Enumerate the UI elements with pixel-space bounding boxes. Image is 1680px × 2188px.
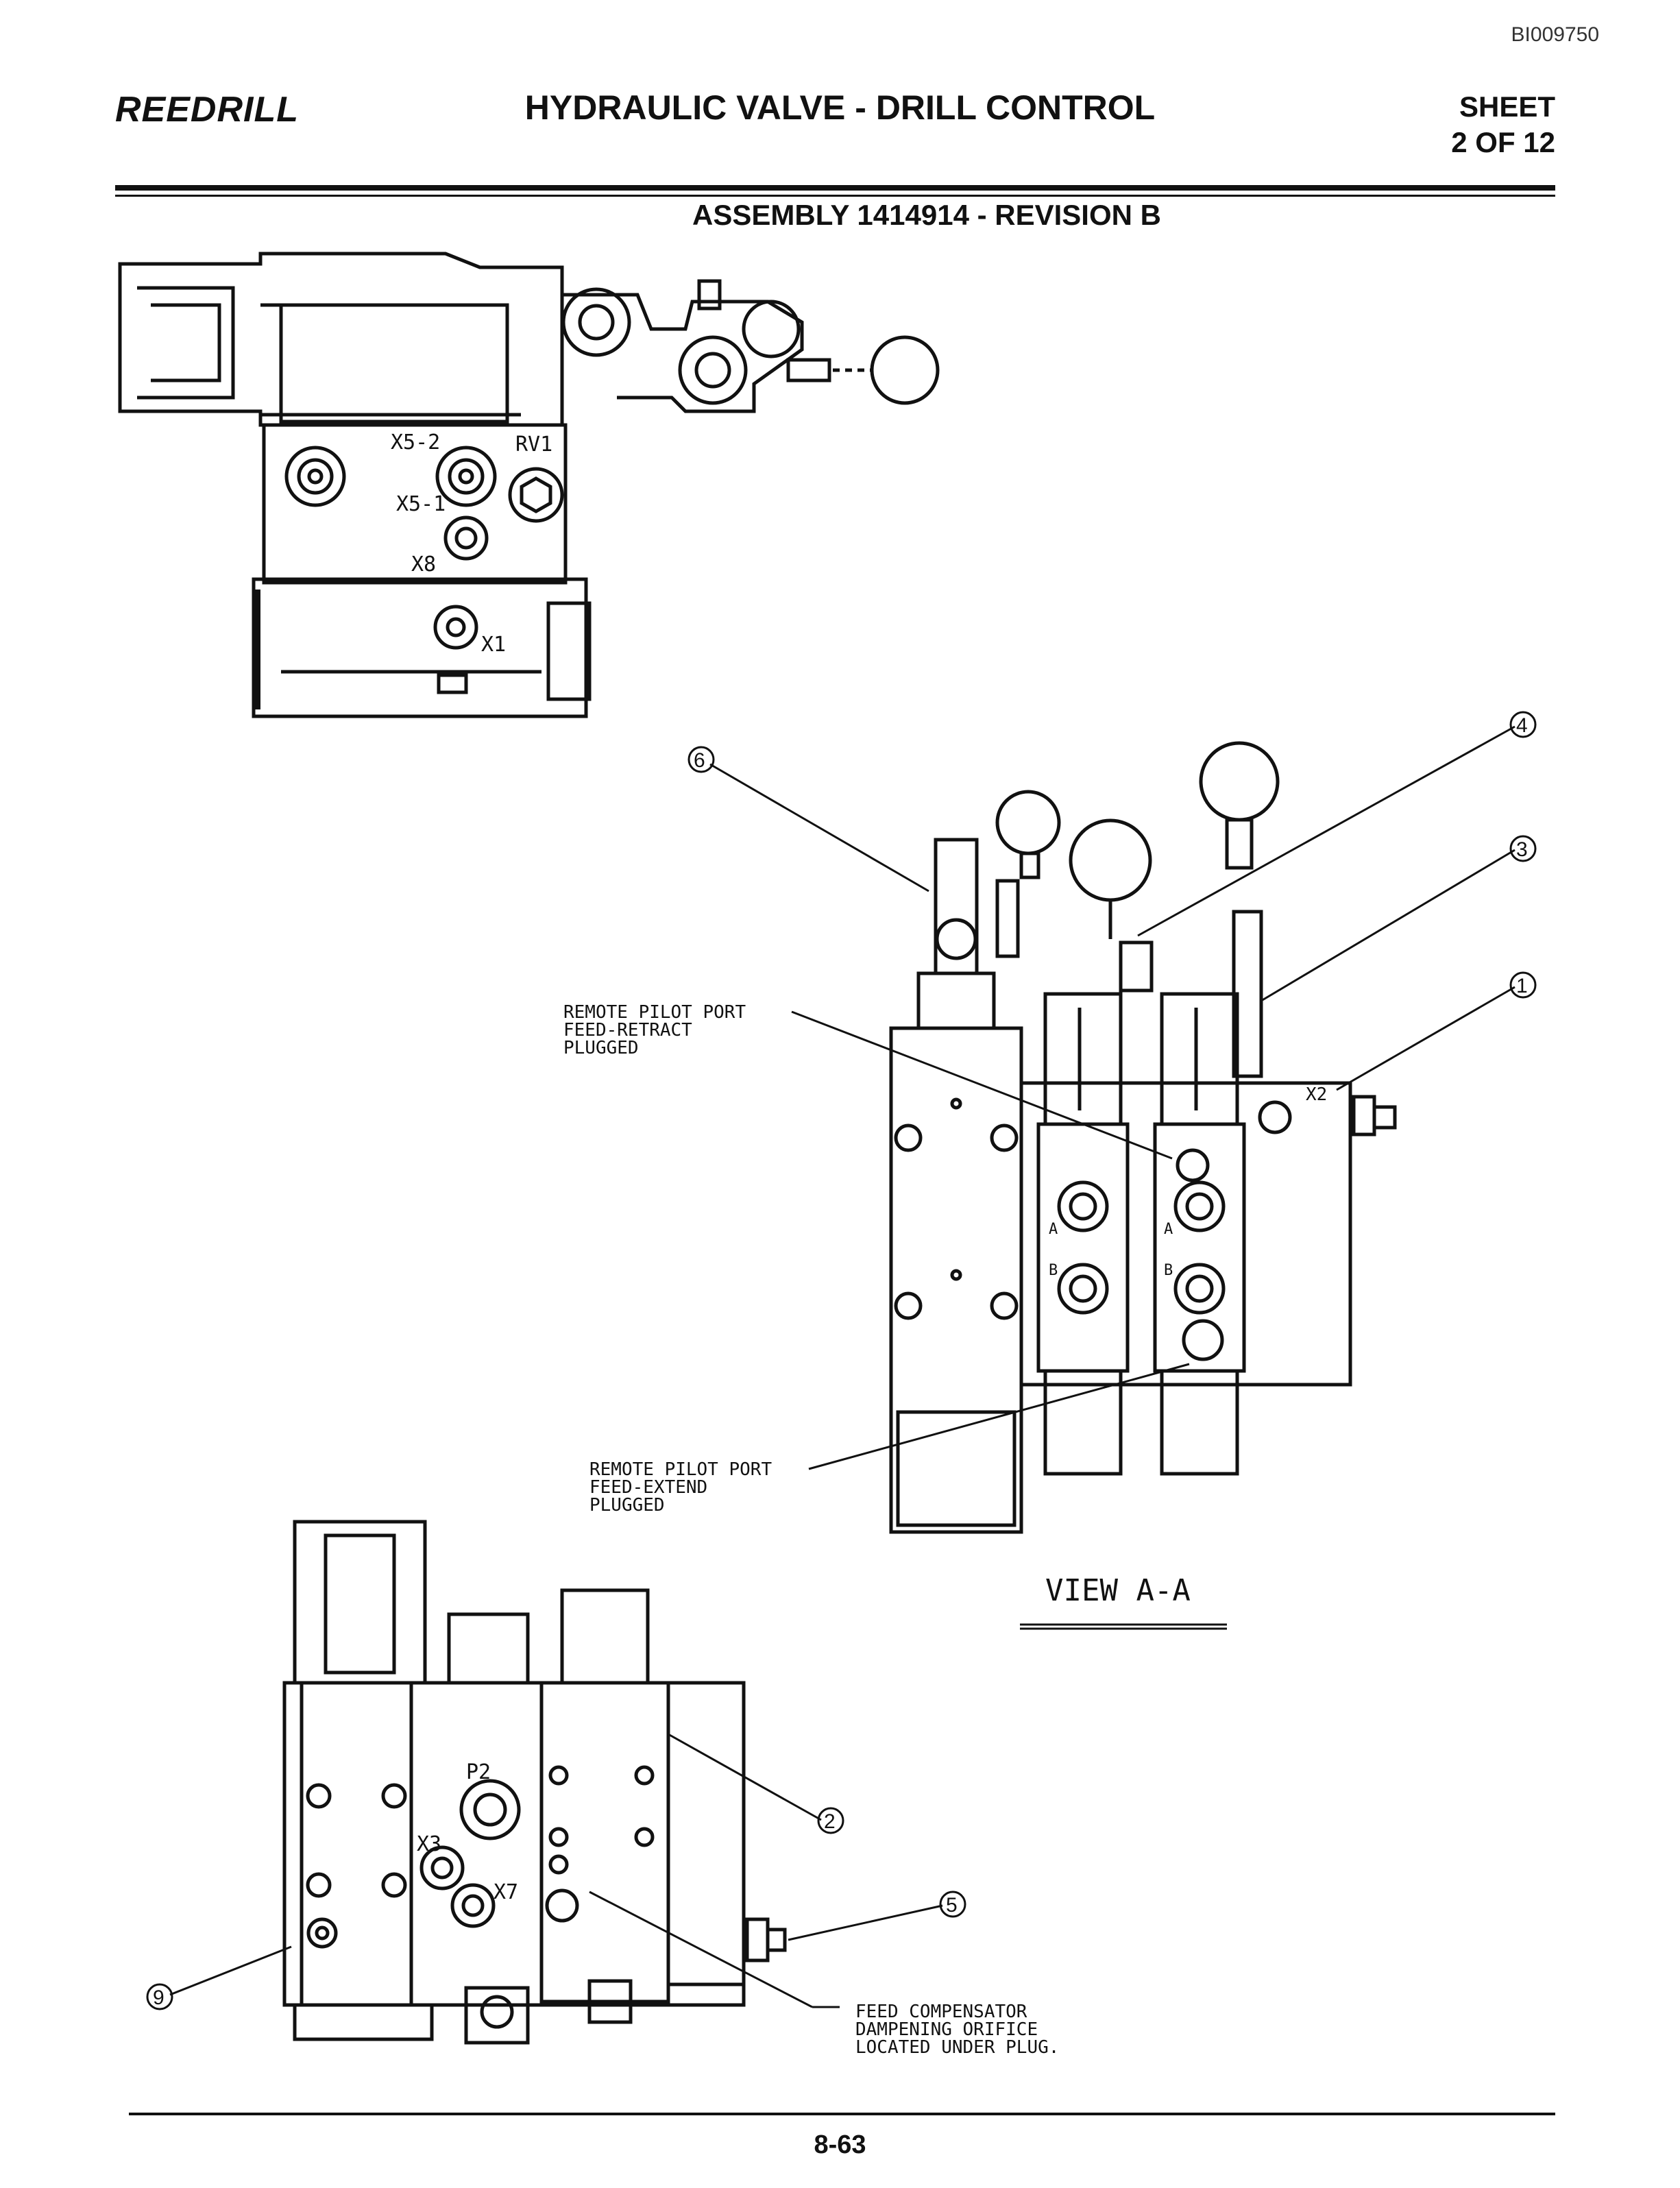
port-x7: X7 [494,1880,518,1904]
footer-rule [129,2113,1555,2115]
header-rule-thin [115,195,1555,197]
page-title: HYDRAULIC VALVE - DRILL CONTROL [524,88,1156,127]
callout-3: 3 [1516,838,1528,861]
callout-4: 4 [1516,714,1528,737]
valve-mark-b1: B [1049,1262,1058,1279]
note-extend-line1: REMOTE PILOT PORT [589,1459,772,1480]
document-id: BI009750 [1511,23,1599,46]
note-compensator-line2: DAMPENING ORIFICE [855,2019,1038,2040]
port-x3: X3 [417,1832,441,1856]
note-compensator-line3: LOCATED UNDER PLUG. [855,2037,1059,2058]
note-retract-line1: REMOTE PILOT PORT [563,1002,746,1023]
port-x5-2: X5-2 [391,430,440,454]
note-extend-line2: FEED-EXTEND [589,1477,707,1498]
sheet-label: SHEET [1459,90,1555,123]
view-aa-label: VIEW A-A [1045,1573,1191,1608]
note-retract-line3: PLUGGED [563,1038,639,1058]
port-x1: X1 [481,633,506,657]
port-x2: X2 [1306,1084,1327,1105]
port-rv1: RV1 [515,433,552,457]
port-x8: X8 [411,552,436,576]
note-compensator-line1: FEED COMPENSATOR [855,2002,1027,2022]
valve-mark-a2: A [1164,1221,1173,1238]
callout-2: 2 [824,1810,836,1833]
bottom-view: 2 5 9 P2 X3 X7 FEED COMPENSATOR DAMPENIN… [146,1520,1059,2058]
valve-mark-a1: A [1049,1221,1058,1238]
top-view: X5-2 RV1 X5-1 X8 X1 [118,252,940,718]
brand-logo: REEDRILL [115,90,299,130]
header-rule [115,185,1555,191]
note-extend-line3: PLUGGED [589,1495,665,1516]
sheet-value: 2 OF 12 [1451,126,1555,158]
sheet-number: SHEET 2 OF 12 [1451,89,1555,160]
note-retract-line2: FEED-RETRACT [563,1020,692,1041]
port-p2: P2 [466,1760,491,1784]
callout-9: 9 [153,1986,165,2009]
valve-mark-b2: B [1164,1262,1173,1279]
port-x5-1: X5-1 [396,492,446,516]
assembly-subtitle: ASSEMBLY 1414914 - REVISION B [692,199,1161,231]
callout-5: 5 [946,1894,958,1917]
callout-1: 1 [1516,975,1528,997]
page-number: 8-63 [814,2130,866,2159]
view-aa: 6 4 3 1 X2 A B A B REMOTE PILOT PORT FEE… [563,711,1537,1630]
callout-6: 6 [694,749,705,772]
